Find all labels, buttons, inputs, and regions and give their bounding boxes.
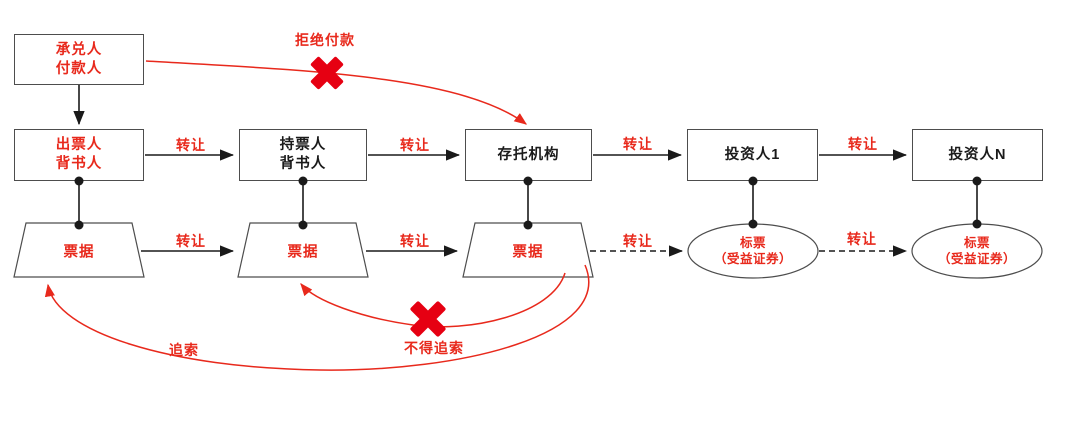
edge-label-transfer-1: 转让 (176, 137, 206, 153)
edge-label-transfer-3: 转让 (623, 136, 653, 152)
label-refuse-payment: 拒绝付款 (295, 32, 355, 48)
edge-label-transfer-2: 转让 (400, 137, 430, 153)
edge-label-transfer-7: 转让 (623, 233, 653, 249)
refuse-payment-x-icon (309, 55, 345, 91)
node-acceptor-line2: 付款人 (55, 60, 103, 77)
label-no-recourse: 不得追索 (404, 340, 464, 356)
node-holder: 持票人 背书人 (239, 129, 367, 181)
edge-label-transfer-8: 转让 (847, 231, 877, 247)
bill-label-2: 票据 (287, 244, 319, 261)
note-label-1-line2: （受益证券） (713, 252, 793, 266)
bill-trapezoid-3 (462, 222, 594, 278)
node-acceptor-line1: 承兑人 (55, 41, 103, 58)
node-drawer-line1: 出票人 (55, 137, 103, 153)
note-label-1-line1: 标票 (739, 236, 767, 250)
curve-refuse-payment (145, 60, 528, 125)
note-label-2-line1: 标票 (963, 236, 991, 250)
label-recourse: 追索 (169, 342, 199, 358)
edge-label-transfer-5: 转让 (176, 233, 206, 249)
node-depository: 存托机构 (465, 129, 592, 181)
note-label-2: 标票 （受益证券） (938, 235, 1016, 267)
node-drawer-line2: 背书人 (55, 156, 103, 172)
node-holder-line1: 持票人 (279, 137, 327, 153)
note-label-2-line2: （受益证券） (937, 252, 1017, 266)
node-drawer: 出票人 背书人 (14, 129, 144, 181)
node-holder-line2: 背书人 (279, 156, 327, 172)
bill-label-1: 票据 (63, 244, 95, 261)
bill-trapezoid-2 (237, 222, 369, 278)
node-acceptor: 承兑人 付款人 (14, 34, 144, 85)
edge-label-transfer-4: 转让 (848, 136, 878, 152)
node-investor-1-label: 投资人1 (724, 146, 781, 163)
node-investor-n-label: 投资人N (948, 146, 1007, 163)
bill-label-3: 票据 (512, 244, 544, 261)
edge-label-transfer-6: 转让 (400, 233, 430, 249)
no-recourse-x-icon (408, 299, 448, 339)
node-depository-label: 存托机构 (497, 146, 560, 163)
node-investor-1: 投资人1 (687, 129, 818, 181)
note-label-1: 标票 （受益证券） (714, 235, 792, 267)
curve-recourse (44, 264, 590, 371)
bill-trapezoid-1 (13, 222, 145, 278)
